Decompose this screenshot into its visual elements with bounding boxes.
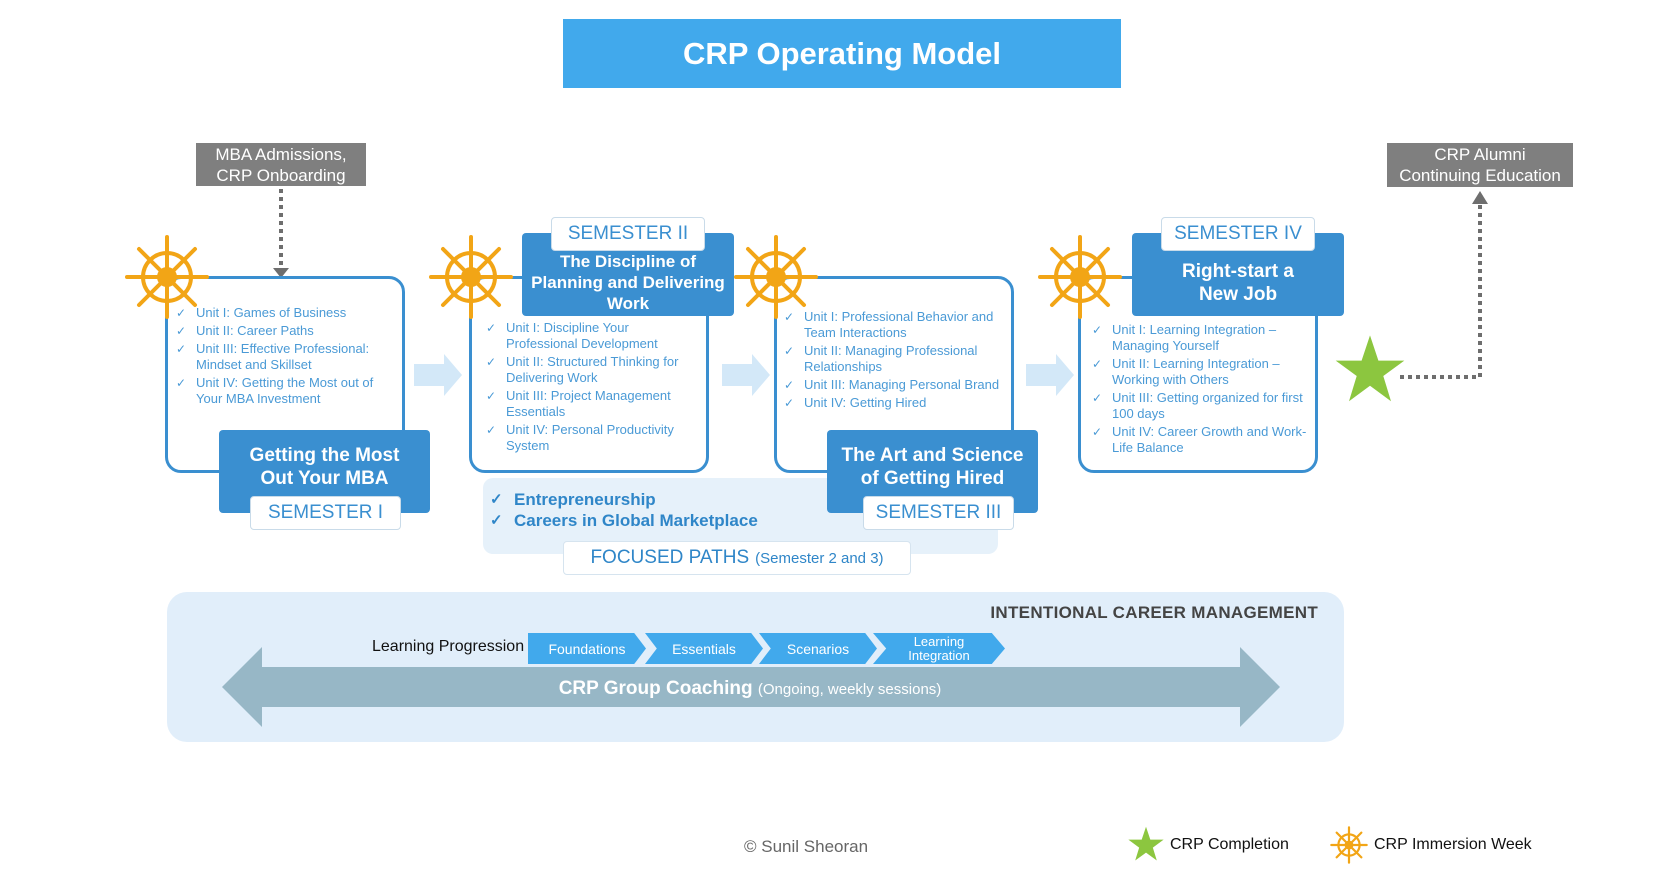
progression-stage-learning-integration: Learning Integration xyxy=(873,633,1005,664)
unit-item: ✓Unit IV: Personal Productivity System xyxy=(486,422,674,453)
unit-item: ✓Unit III: Effective Professional: Minds… xyxy=(176,341,370,372)
unit-item: ✓Unit III: Managing Personal Brand xyxy=(784,377,1000,392)
coaching-note: (Ongoing, weekly sessions) xyxy=(757,681,942,698)
check-icon: ✓ xyxy=(490,491,503,508)
check-icon: ✓ xyxy=(176,324,187,338)
semester-3-label: SEMESTER III xyxy=(863,496,1014,530)
semester-3-title-line2: of Getting Hired xyxy=(860,468,1005,489)
check-icon: ✓ xyxy=(1092,357,1103,371)
check-icon: ✓ xyxy=(784,396,795,410)
unit-item: ✓Unit IV: Getting Hired xyxy=(784,395,927,410)
semester-4-units: ✓Unit I: Learning Integration – Managing… xyxy=(1090,322,1310,458)
progression-stage-foundations: Foundations xyxy=(528,633,646,664)
flow-arrow-3 xyxy=(1026,354,1074,396)
semester-2-units: ✓Unit I: Discipline Your Professional De… xyxy=(484,320,702,456)
check-icon: ✓ xyxy=(176,306,187,320)
semester-1-label: SEMESTER I xyxy=(250,496,401,530)
star-icon xyxy=(1335,335,1405,402)
ship-wheel-icon xyxy=(125,235,209,319)
unit-item: ✓Unit I: Games of Business xyxy=(176,305,347,320)
semester-1-title-line2: Out Your MBA xyxy=(260,468,389,489)
career-management-title: INTENTIONAL CAREER MANAGEMENT xyxy=(990,603,1318,622)
check-icon: ✓ xyxy=(784,310,795,324)
unit-item: ✓Unit I: Professional Behavior and Team … xyxy=(784,309,994,340)
exit-arrowhead xyxy=(1472,191,1488,204)
semester-4-label: SEMESTER IV xyxy=(1161,217,1315,251)
flow-arrow-1 xyxy=(414,354,462,396)
unit-item: ✓Unit III: Project Management Essentials xyxy=(486,388,671,419)
check-icon: ✓ xyxy=(1092,425,1103,439)
check-icon: ✓ xyxy=(1092,391,1103,405)
semester-3-units: ✓Unit I: Professional Behavior and Team … xyxy=(782,309,1012,413)
semester-4-title-line1: Right-start a xyxy=(1182,261,1294,282)
coaching-title: CRP Group Coaching xyxy=(558,678,753,699)
exit-box-line2: Continuing Education xyxy=(1399,166,1561,185)
check-icon: ✓ xyxy=(490,512,503,529)
legend-completion-label: CRP Completion xyxy=(1170,836,1289,853)
entry-arrowhead xyxy=(273,268,289,278)
unit-item: ✓Unit II: Career Paths xyxy=(176,323,314,338)
check-icon: ✓ xyxy=(784,378,795,392)
semester-1-title-line1: Getting the Most xyxy=(249,445,400,466)
check-icon: ✓ xyxy=(486,355,497,369)
semester-4-title-line2: New Job xyxy=(1198,284,1278,305)
semester-3-title-line1: The Art and Science xyxy=(841,445,1024,466)
unit-item: ✓Unit I: Discipline Your Professional De… xyxy=(486,320,658,351)
semester-2-label: SEMESTER II xyxy=(551,217,705,251)
focused-path-item: ✓Entrepreneurship xyxy=(490,490,656,509)
semester-2-title-line1: The Discipline of xyxy=(559,252,696,271)
unit-item: ✓Unit IV: Career Growth and Work-Life Ba… xyxy=(1092,424,1307,455)
check-icon: ✓ xyxy=(176,376,187,390)
ship-wheel-icon xyxy=(1038,235,1122,319)
semester-1-units: ✓Unit I: Games of Business ✓Unit II: Car… xyxy=(174,305,396,409)
unit-item: ✓Unit II: Structured Thinking for Delive… xyxy=(486,354,679,385)
focused-paths-list: ✓Entrepreneurship ✓Careers in Global Mar… xyxy=(486,489,806,531)
entry-box-line2: CRP Onboarding xyxy=(216,165,346,185)
unit-item: ✓Unit III: Getting organized for first 1… xyxy=(1092,390,1303,421)
learning-progression-label: Learning Progression xyxy=(372,638,525,655)
check-icon: ✓ xyxy=(486,389,497,403)
focused-paths-label-text: FOCUSED PATHS xyxy=(590,547,750,568)
check-icon: ✓ xyxy=(176,342,187,356)
exit-box-line1: CRP Alumni xyxy=(1434,145,1526,164)
focused-paths-label: FOCUSED PATHS (Semester 2 and 3) xyxy=(563,541,911,575)
legend-immersion-label: CRP Immersion Week xyxy=(1374,836,1532,853)
ship-wheel-icon xyxy=(734,235,818,319)
check-icon: ✓ xyxy=(784,344,795,358)
semester-2-title-line3: Work xyxy=(606,294,650,313)
unit-item: ✓Unit IV: Getting the Most out of Your M… xyxy=(176,375,374,406)
entry-box-line1: MBA Admissions, xyxy=(215,144,347,164)
unit-item: ✓Unit II: Managing Professional Relation… xyxy=(784,343,978,374)
unit-item: ✓Unit II: Learning Integration – Working… xyxy=(1092,356,1280,387)
page-title: CRP Operating Model xyxy=(563,19,1121,88)
check-icon: ✓ xyxy=(1092,323,1103,337)
focused-path-item: ✓Careers in Global Marketplace xyxy=(490,511,758,530)
progression-stage-essentials: Essentials xyxy=(645,633,763,664)
exit-dotted-line xyxy=(1400,200,1482,379)
copyright-text: © Sunil Sheoran xyxy=(744,837,869,856)
coaching-arrow xyxy=(222,647,1280,727)
coaching-text: CRP Group Coaching (Ongoing, weekly sess… xyxy=(450,678,1050,700)
semester-2-title-line2: Planning and Delivering xyxy=(531,273,725,292)
progression-stage-scenarios: Scenarios xyxy=(759,633,877,664)
unit-item: ✓Unit I: Learning Integration – Managing… xyxy=(1092,322,1277,353)
ship-wheel-icon xyxy=(429,235,513,319)
ship-wheel-icon xyxy=(1330,826,1368,864)
check-icon: ✓ xyxy=(486,423,497,437)
check-icon: ✓ xyxy=(486,321,497,335)
flow-arrows xyxy=(414,354,1074,396)
focused-paths-label-note: (Semester 2 and 3) xyxy=(755,549,884,567)
star-icon xyxy=(1128,826,1164,861)
flow-arrow-2 xyxy=(722,354,770,396)
entry-box: MBA Admissions,CRP Onboarding xyxy=(196,143,366,186)
